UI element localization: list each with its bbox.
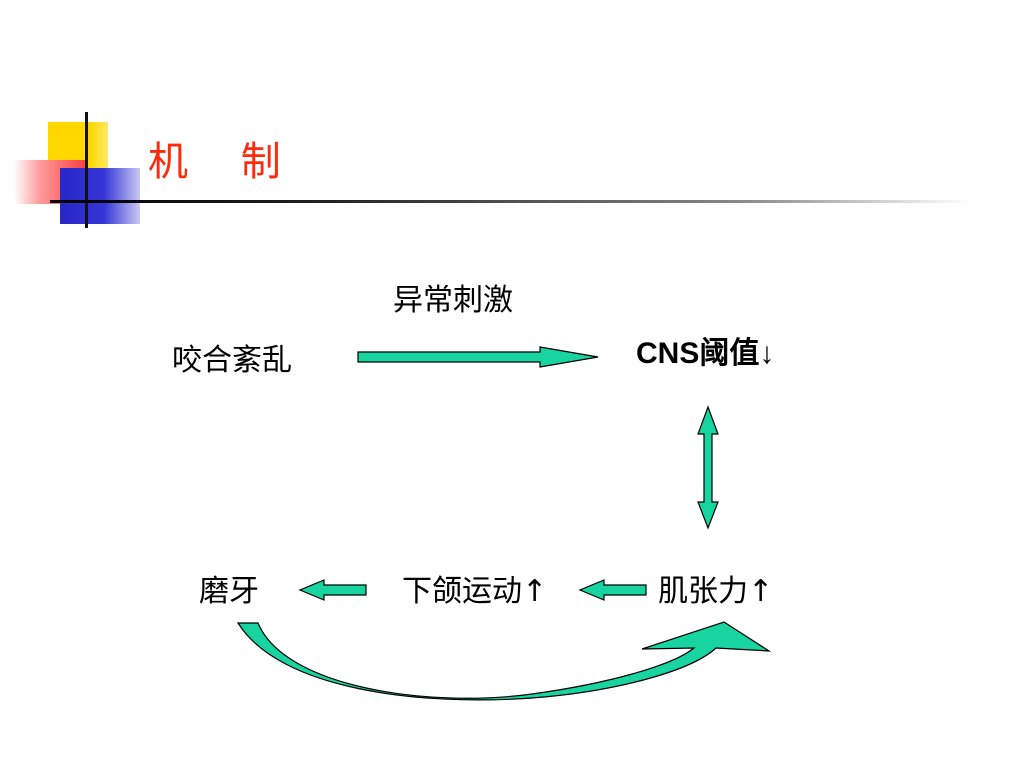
arrow-bruxism-to-muscle-tension-curved [236, 621, 772, 701]
arrow-malocclusion-to-cns [357, 346, 599, 368]
node-cns-threshold: CNS阈值↓ [636, 337, 775, 370]
node-bruxism: 磨牙 [199, 574, 259, 609]
title-underline [50, 200, 970, 203]
title-decoration-blue-square [60, 168, 140, 224]
title-decoration-vertical-line [85, 112, 88, 228]
node-malocclusion: 咬合紊乱 [172, 343, 292, 378]
slide-title: 机 制 [148, 139, 301, 185]
arrow-jaw-movement-to-bruxism [298, 579, 367, 601]
arrow-cns-to-muscle-tension-bidirectional [697, 405, 719, 530]
label-abnormal-stimulus: 异常刺激 [393, 283, 513, 318]
arrow-muscle-tension-to-jaw-movement [578, 579, 647, 601]
node-muscle-tension: 肌张力↑ [658, 574, 774, 609]
node-jaw-movement: 下颌运动↑ [402, 574, 548, 609]
